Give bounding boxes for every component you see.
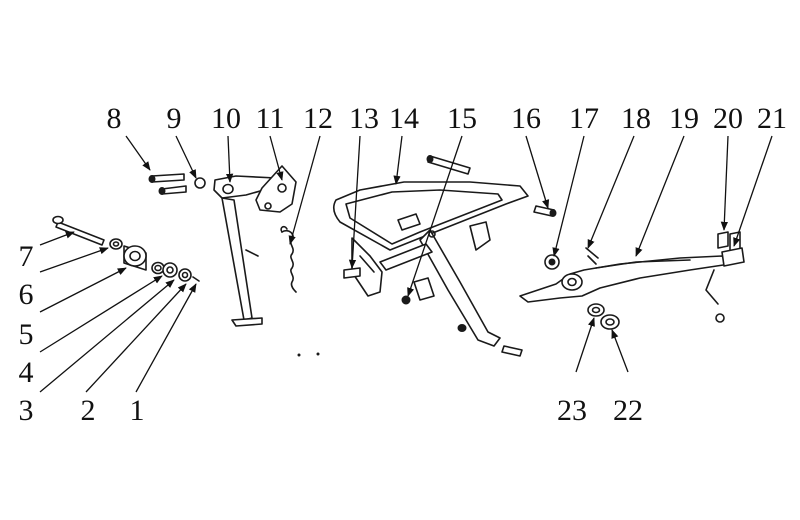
callout-4: 4 (18, 356, 34, 389)
callout-15: 15 (447, 102, 477, 135)
washer-b (178, 268, 192, 282)
spring-marks (297, 352, 320, 357)
callout-23: 23 (557, 394, 587, 427)
callout-2: 2 (80, 394, 96, 427)
washer-a (162, 262, 178, 278)
callout-8: 8 (106, 102, 122, 135)
callout-1: 1 (129, 394, 145, 427)
spring-18 (585, 247, 599, 265)
callout-11: 11 (255, 102, 285, 135)
callout-21: 21 (757, 102, 787, 135)
spring-12 (280, 225, 297, 293)
bolt-8 (148, 173, 185, 183)
callout-20: 20 (713, 102, 743, 135)
callout-13: 13 (349, 102, 379, 135)
bushing-large (123, 245, 147, 271)
subframe (332, 155, 557, 357)
callout-10: 10 (211, 102, 241, 135)
clevis-20 (717, 231, 745, 267)
bushing-17 (544, 254, 560, 270)
callout-6: 6 (18, 278, 34, 311)
callout-7: 7 (18, 240, 34, 273)
bracket-11 (255, 165, 297, 213)
callout-5: 5 (18, 318, 34, 351)
leader-lines (39, 135, 773, 393)
washer-small (109, 238, 123, 250)
cotter-pin (192, 276, 200, 282)
callout-22: 22 (613, 394, 643, 427)
callout-17: 17 (569, 102, 599, 135)
bolt-22 (600, 314, 620, 330)
callout-19: 19 (669, 102, 699, 135)
rod-21 (705, 269, 725, 323)
bolt-9 (158, 177, 206, 195)
callout-12: 12 (303, 102, 333, 135)
callout-3: 3 (18, 394, 34, 427)
callout-16: 16 (511, 102, 541, 135)
spacer-ring (151, 261, 165, 275)
axle-bolt (52, 215, 105, 246)
callout-18: 18 (621, 102, 651, 135)
callout-9: 9 (166, 102, 182, 135)
callout-14: 14 (389, 102, 419, 135)
washer-23 (587, 303, 605, 317)
